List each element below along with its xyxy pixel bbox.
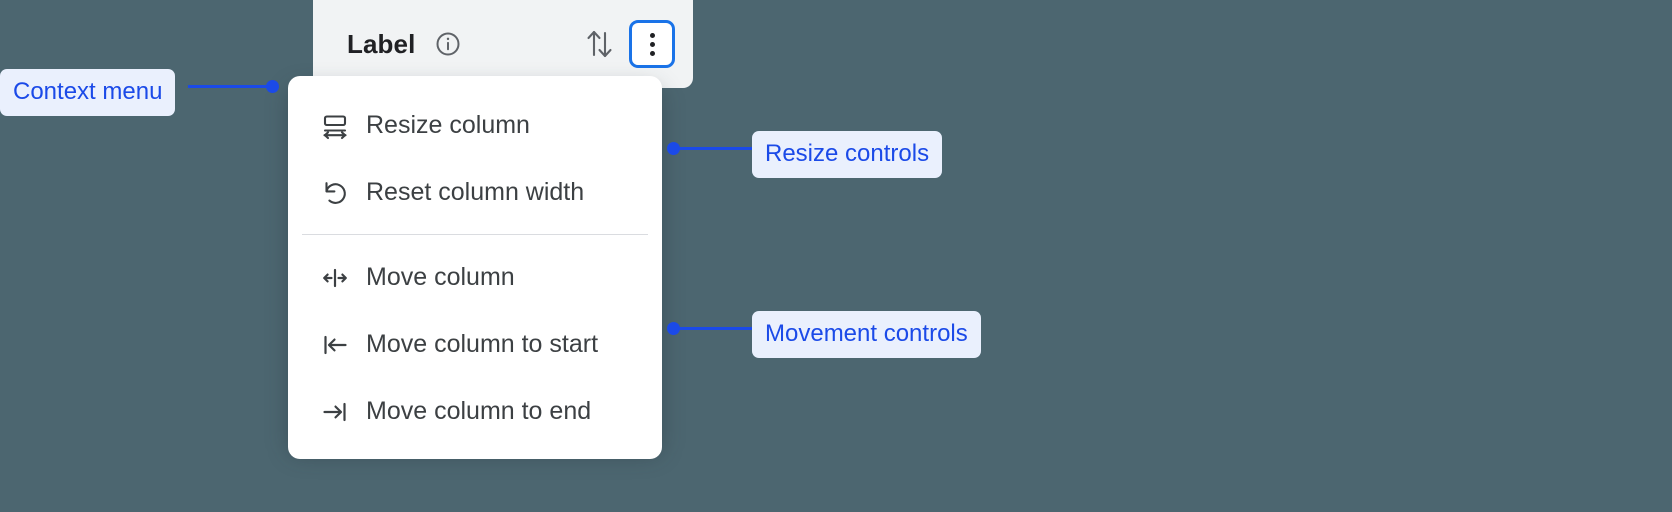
menu-item-resize-column[interactable]: Resize column	[288, 92, 662, 159]
menu-item-label: Move column	[366, 263, 515, 291]
menu-item-move-column-to-start[interactable]: Move column to start	[288, 311, 662, 378]
page-title: Label	[347, 29, 416, 59]
column-header: Label	[313, 0, 693, 88]
sort-up-down-icon[interactable]	[581, 24, 617, 64]
annotation-leader-line-context-menu	[188, 85, 270, 88]
resize-column-icon	[318, 109, 352, 143]
reset-width-icon	[318, 176, 352, 210]
menu-item-move-column[interactable]: Move column	[288, 244, 662, 311]
annotation-leader-line-resize-controls	[674, 147, 754, 150]
annotation-movement-controls: Movement controls	[752, 311, 981, 358]
menu-item-label: Reset column width	[366, 178, 585, 206]
menu-item-move-column-to-end[interactable]: Move column to end	[288, 378, 662, 445]
menu-item-label: Move column to start	[366, 330, 599, 358]
three-dot-vertical-icon	[649, 32, 655, 56]
info-circle-icon[interactable]	[433, 29, 463, 59]
move-to-end-icon	[318, 395, 352, 429]
annotation-resize-controls: Resize controls	[752, 131, 943, 178]
annotation-dot-context-menu	[266, 80, 279, 93]
menu-item-reset-column-width[interactable]: Reset column width	[288, 159, 662, 226]
column-overflow-menu-button[interactable]	[629, 20, 675, 68]
menu-separator	[302, 234, 648, 235]
move-to-start-icon	[318, 328, 352, 362]
annotation-dot-resize-controls	[667, 142, 680, 155]
annotation-dot-movement-controls	[667, 322, 680, 335]
menu-item-label: Move column to end	[366, 397, 592, 425]
move-column-icon	[318, 261, 352, 295]
menu-item-label: Resize column	[366, 111, 530, 139]
annotation-leader-line-movement-controls	[674, 327, 754, 330]
annotation-context-menu: Context menu	[0, 69, 176, 116]
context-menu: Resize column Reset column width	[288, 76, 662, 459]
